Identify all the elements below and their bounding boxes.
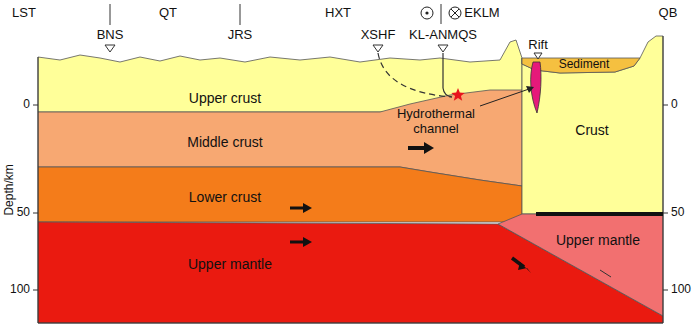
axis-tick-label: 0 <box>671 98 678 112</box>
map-label: BNS <box>97 28 124 43</box>
axis-tick-label: 100 <box>671 283 691 297</box>
map-label: Rift <box>528 38 548 53</box>
axis-tick-label: 0 <box>23 98 30 112</box>
map-label: LST <box>12 6 36 21</box>
axis-title: Depth/km <box>3 164 17 215</box>
layer-label: Crust <box>575 122 608 138</box>
map-label: QB <box>659 6 678 21</box>
layer-shape <box>38 167 522 222</box>
layer-band: Lower crust <box>38 167 522 222</box>
map-label: XSHF <box>361 28 396 43</box>
map-label: KL-ANMQS <box>409 28 477 43</box>
axis-tick-label: 50 <box>671 206 684 220</box>
layer-label: Upper crust <box>189 90 261 106</box>
layer-label: Middle crust <box>187 134 262 150</box>
layer-label: Upper mantle <box>556 232 640 248</box>
layer-label: Upper mantle <box>188 256 272 272</box>
layer-label: Lower crust <box>189 189 261 205</box>
map-label: EKLM <box>464 6 499 21</box>
map-label: Hydrothermal channel <box>390 107 482 137</box>
layer-fill <box>522 36 663 214</box>
layer-fill <box>498 214 663 316</box>
map-label: HXT <box>325 6 351 21</box>
map-label: QT <box>159 6 177 21</box>
layer-label: Sediment <box>559 58 610 72</box>
axis-tick-label: 100 <box>10 283 30 297</box>
layer-fill <box>38 222 663 323</box>
axis-tick-label: 50 <box>17 206 30 220</box>
layer-fill <box>38 167 522 222</box>
map-label: JRS <box>228 28 253 43</box>
